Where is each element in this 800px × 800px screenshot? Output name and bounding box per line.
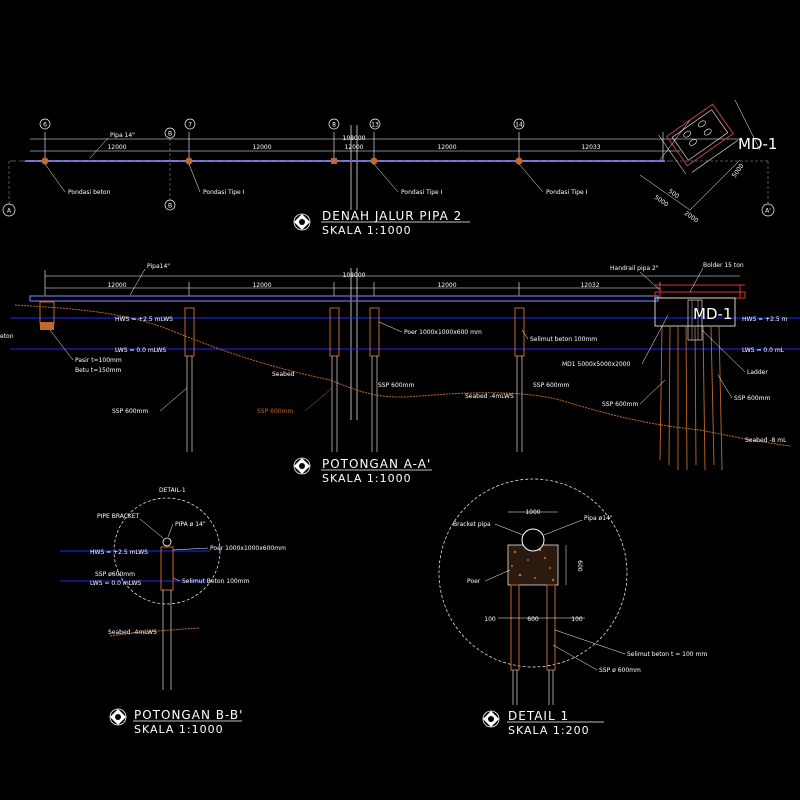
section-a-total-dim: 108000	[343, 272, 366, 279]
section-b-pipa-label: PIPA ø 14"	[175, 521, 206, 528]
handrail-label: Handrail pipa 2"	[610, 265, 659, 272]
ssp-label-4: SSP 600mm	[533, 382, 569, 389]
plan-pondasi-tipe-1-label-a: Pondasi Tipe I	[203, 189, 245, 196]
section-a-lws-label: LWS = 0.0 mLWS	[115, 347, 166, 354]
section-a-dim-1: 12000	[107, 282, 126, 289]
plan-dim-1: 12000	[107, 144, 126, 151]
section-b-selimut-label: Selimut Beton 100mm	[182, 578, 250, 585]
ssp-label-5: SSP 600mm	[602, 401, 638, 408]
detail-dim-100b: 100	[571, 616, 583, 623]
section-b-scale: SKALA 1:1000	[134, 723, 224, 736]
detail-bracket-label: Bracket pipa	[453, 521, 491, 528]
axis-13-label: 13	[371, 122, 379, 129]
section-b-title-symbol	[109, 708, 127, 726]
detail-ssp-label: SSP ø 600mm	[599, 667, 641, 674]
detail-dim-top: 1000	[525, 509, 540, 516]
section-a-md1-label: MD-1	[693, 305, 732, 323]
beton-label: eton	[0, 333, 14, 340]
section-a-dim-2: 12000	[252, 282, 271, 289]
detail-dim-side: 600	[576, 560, 583, 572]
plan-dim-4: 12000	[437, 144, 456, 151]
betu-label: Betu t=150mm	[75, 367, 122, 374]
plan-view: 6 7 8 13 14 B B A A' Pipa 14" 12000 1200…	[2, 99, 777, 237]
plan-title-symbol	[293, 213, 311, 231]
section-a-left-label: A	[7, 208, 12, 215]
seabed-label: Seabed	[272, 371, 295, 378]
md1-dim-label: MD1 5000x5000x2000	[562, 361, 631, 368]
detail-poer-label: Poer	[467, 578, 481, 585]
section-b-hws-label: HWS = +2.5 mLWS	[90, 549, 148, 556]
ssp-label-6: SSP 600mm	[734, 395, 770, 402]
ssp-label-1: SSP 600mm	[112, 408, 148, 415]
section-b-ssp-label: SSP ø600mm	[95, 571, 135, 578]
bolder-label: Bolder 15 ton	[703, 262, 744, 269]
section-a-view: Pipa14" 12000 12000 12000 12032 108000 H…	[0, 262, 800, 485]
plan-dim-5: 12033	[581, 144, 600, 151]
axis-b-label-top: B	[168, 131, 172, 138]
detail-1-scale: SKALA 1:200	[508, 724, 590, 737]
section-a-right-label: A'	[765, 208, 771, 215]
axis-6-label: 6	[43, 122, 47, 129]
plan-pondasi-beton-label: Pondasi beton	[68, 189, 111, 196]
md1-plan	[658, 103, 738, 175]
pasir-label: Pasir t=100mm	[75, 357, 122, 364]
section-b-poer-label: Poer 1000x1000x600mm	[210, 545, 286, 552]
detail-selimut-label: Selimut beton t = 100 mm	[627, 651, 707, 658]
detail-dim-100a: 100	[484, 616, 496, 623]
section-a-title: POTONGAN A-A'	[322, 457, 431, 471]
section-b-seabed-label: Seabed -4mLWS	[108, 629, 157, 636]
pipe-bracket-label: PIPE BRACKET	[97, 513, 140, 520]
section-a-pipe-label: Pipa14"	[147, 263, 170, 270]
seabed-4-label: Seabed -4mLWS	[465, 393, 514, 400]
plan-pondasi-tipe-1-label-b: Pondasi Tipe I	[401, 189, 443, 196]
section-b-view: DETAIL-1 PIPE BRACKET PIPA ø 14" HWS = +…	[60, 487, 286, 736]
poer-label: Poer 1000x1000x600 mm	[404, 329, 482, 336]
axis-14-label: 14	[515, 122, 523, 129]
seabed-8-label: Seabed -8 mL	[745, 437, 787, 444]
ssp-label-2: SSP 600mm	[257, 408, 293, 415]
section-b-title: POTONGAN B-B'	[134, 708, 243, 722]
section-a-dim-4: 12032	[580, 282, 599, 289]
ssp-label-3: SSP 600mm	[378, 382, 414, 389]
md-dim-5000a: 5000	[653, 194, 670, 209]
section-a-scale: SKALA 1:1000	[322, 472, 412, 485]
plan-scale: SKALA 1:1000	[322, 224, 412, 237]
md-dim-5000b: 5000	[731, 162, 746, 179]
ladder-label: Ladder	[747, 369, 768, 376]
axis-8-label: 8	[332, 122, 336, 129]
detail-dim-600: 600	[527, 616, 539, 623]
plan-total-dim: 108000	[343, 135, 366, 142]
section-a-dim-3: 12000	[437, 282, 456, 289]
plan-dim-3: 12000	[344, 144, 363, 151]
selimut-label: Selimut beton 100mm	[530, 336, 597, 343]
plan-dim-2: 12000	[252, 144, 271, 151]
plan-title: DENAH JALUR PIPA 2	[322, 209, 462, 223]
section-a-hws-label: HWS = +2.5 mLWS	[115, 316, 173, 323]
section-a-lws-right-label: LWS = 0.0 mL	[742, 347, 785, 354]
detail-1-title: DETAIL 1	[508, 709, 569, 723]
detail-pipa-label: Pipa ø14"	[584, 515, 613, 522]
plan-pipe-label: Pipa 14"	[110, 132, 135, 139]
md-dim-2000: 2000	[683, 210, 700, 225]
section-a-hws-right-label: HWS = +2.5 m	[742, 316, 788, 323]
section-a-title-symbol	[293, 457, 311, 475]
detail-1-ref-label: DETAIL-1	[159, 487, 186, 494]
detail-1-title-symbol	[482, 710, 500, 728]
md1-section	[654, 284, 746, 471]
plan-md1-label: MD-1	[738, 135, 777, 153]
section-b-lws-label: LWS = 0.0 mLWS	[90, 580, 141, 587]
plan-pondasi-tipe-1-label-c: Pondasi Tipe I	[546, 189, 588, 196]
axis-b-label-bottom: B	[168, 203, 172, 210]
axis-7-label: 7	[188, 122, 192, 129]
detail-1-view: 1000 600 Bracket pipa Pipa ø14" Poer 100…	[438, 478, 707, 737]
